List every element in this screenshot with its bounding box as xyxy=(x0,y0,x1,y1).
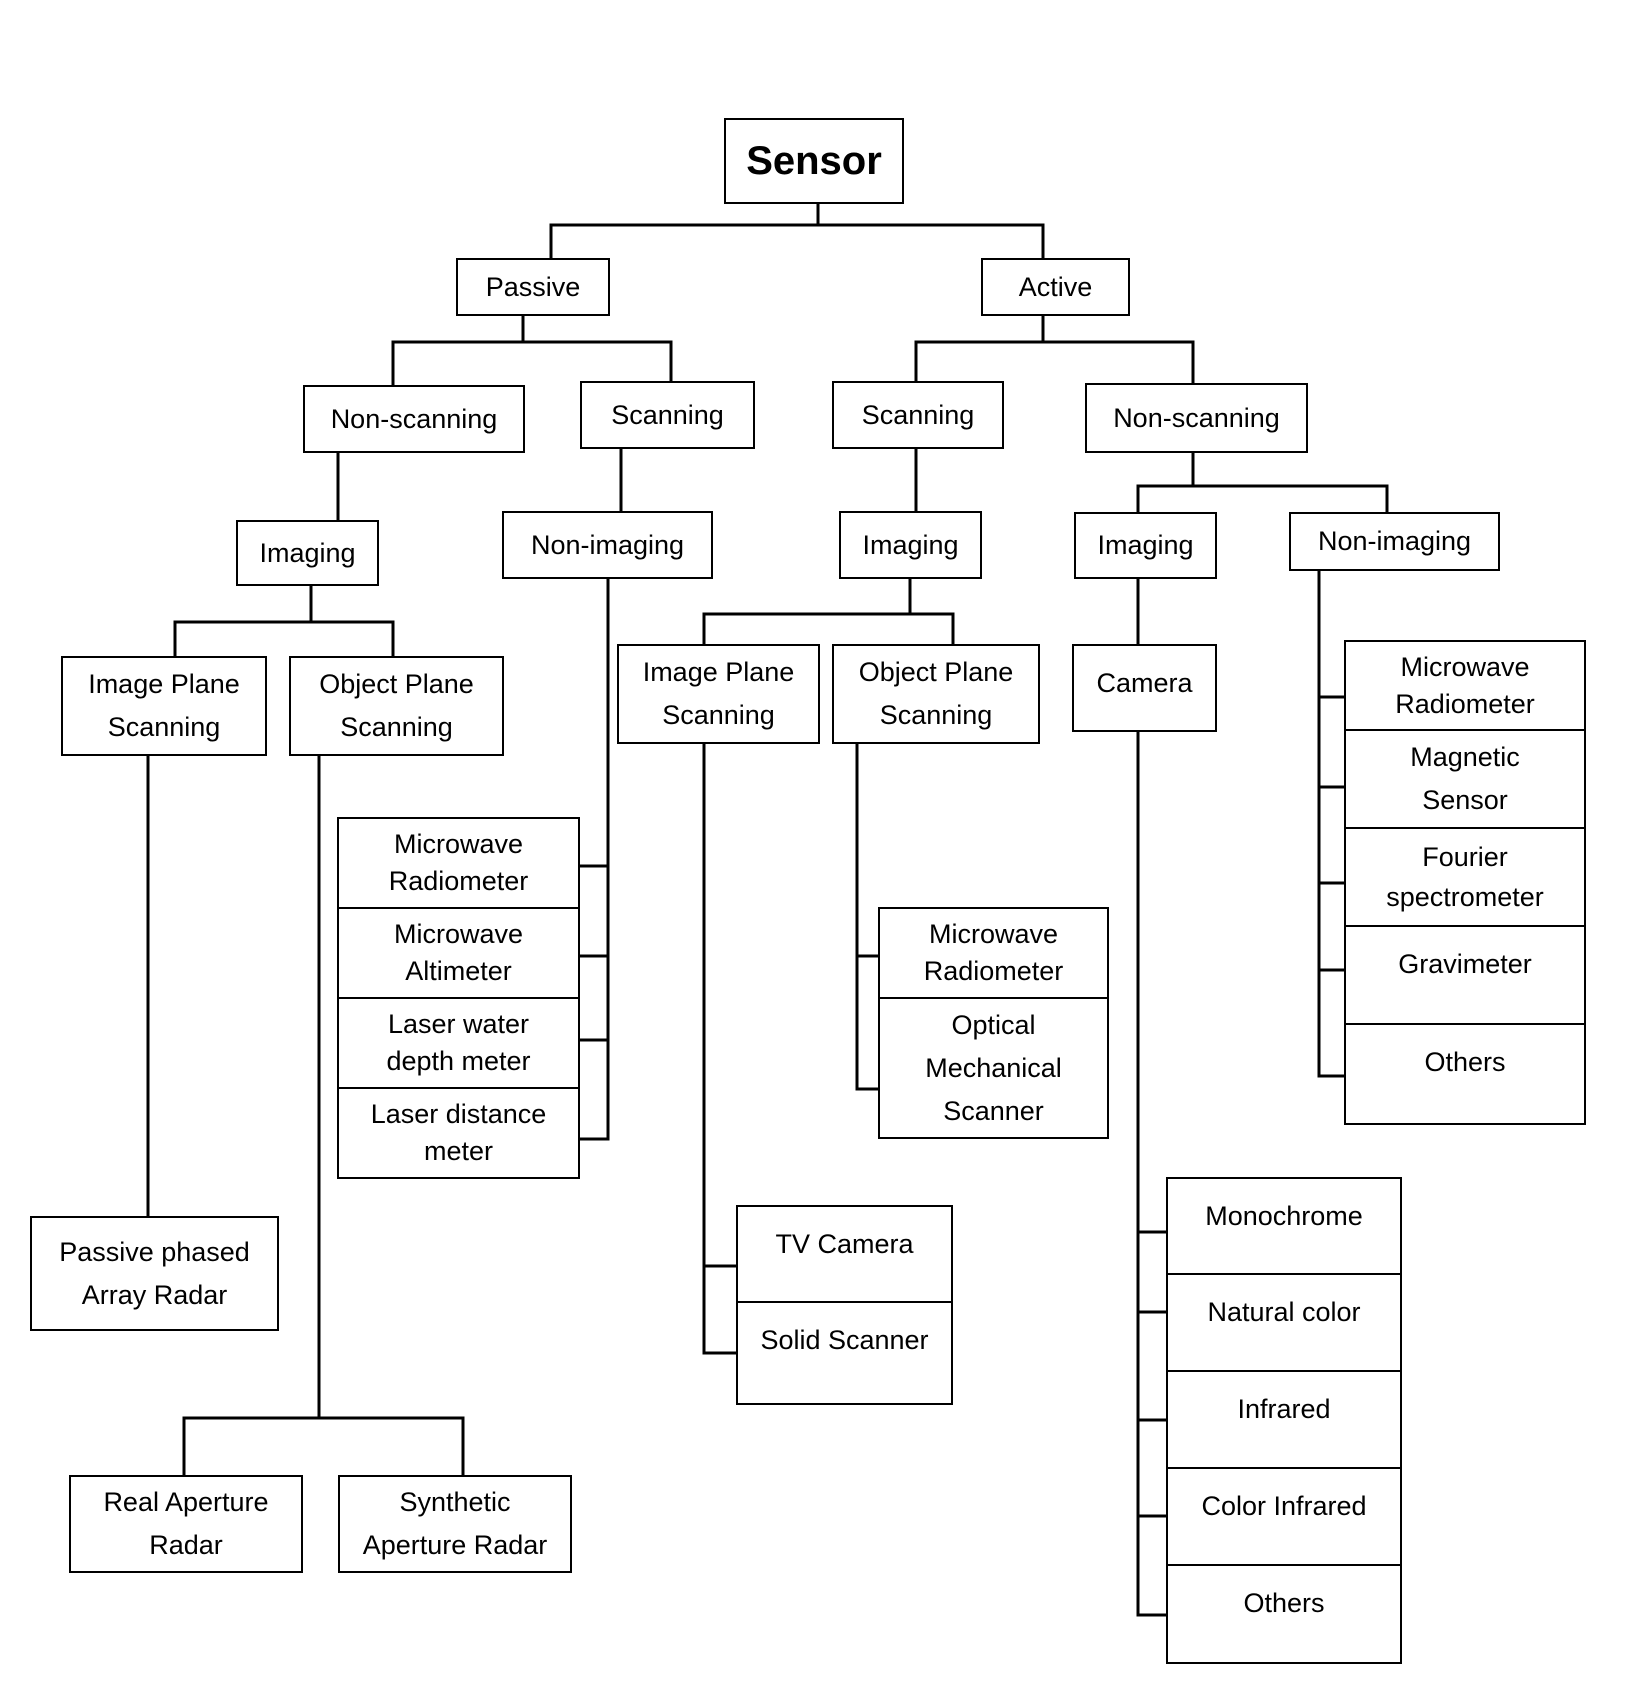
node-active-non-imaging: Non-imaging xyxy=(1289,512,1500,571)
node-fourier-spectrometer: Fourier spectrometer xyxy=(1344,827,1586,927)
node-real-aperture-radar: Real Aperture Radar xyxy=(69,1475,303,1573)
node-active: Active xyxy=(981,258,1130,316)
node-laser-water-depth-meter: Laser water depth meter xyxy=(337,997,580,1089)
node-color-infrared: Color Infrared xyxy=(1166,1467,1402,1566)
node-passive-object-plane-scanning: Object Plane Scanning xyxy=(289,656,504,756)
node-laser-distance-meter: Laser distance meter xyxy=(337,1087,580,1179)
node-passive-imaging: Imaging xyxy=(236,520,379,586)
node-microwave-altimeter: Microwave Altimeter xyxy=(337,907,580,999)
node-microwave-radiometer: Microwave Radiometer xyxy=(878,907,1109,999)
node-magnetic-sensor: Magnetic Sensor xyxy=(1344,729,1586,829)
node-gravimeter: Gravimeter xyxy=(1344,925,1586,1025)
node-tv-camera: TV Camera xyxy=(736,1205,953,1303)
node-microwave-radiometer: Microwave Radiometer xyxy=(1344,640,1586,731)
node-passive-non-scanning: Non-scanning xyxy=(303,385,525,453)
node-passive: Passive xyxy=(456,258,610,316)
node-synthetic-aperture-radar: Synthetic Aperture Radar xyxy=(338,1475,572,1573)
node-infrared: Infrared xyxy=(1166,1370,1402,1469)
node-active-image-plane-scanning: Image Plane Scanning xyxy=(617,644,820,744)
node-active-scanning-imaging: Imaging xyxy=(839,511,982,579)
node-microwave-radiometer: Microwave Radiometer xyxy=(337,817,580,909)
node-camera: Camera xyxy=(1072,644,1217,732)
node-passive-scanning: Scanning xyxy=(580,381,755,449)
node-passive-phased-array-radar: Passive phased Array Radar xyxy=(30,1216,279,1331)
node-passive-image-plane-scanning: Image Plane Scanning xyxy=(61,656,267,756)
node-others: Others xyxy=(1166,1564,1402,1664)
node-active-object-plane-scanning: Object Plane Scanning xyxy=(832,644,1040,744)
node-active-non-scanning: Non-scanning xyxy=(1085,383,1308,453)
node-natural-color: Natural color xyxy=(1166,1273,1402,1372)
node-optical-mechanical-scanner: Optical Mechanical Scanner xyxy=(878,997,1109,1139)
node-active-imaging: Imaging xyxy=(1074,512,1217,579)
node-active-scanning: Scanning xyxy=(832,381,1004,449)
node-monochrome: Monochrome xyxy=(1166,1177,1402,1275)
node-others: Others xyxy=(1344,1023,1586,1125)
node-passive-non-imaging: Non-imaging xyxy=(502,511,713,579)
node-sensor: Sensor xyxy=(724,118,904,204)
node-solid-scanner: Solid Scanner xyxy=(736,1301,953,1405)
